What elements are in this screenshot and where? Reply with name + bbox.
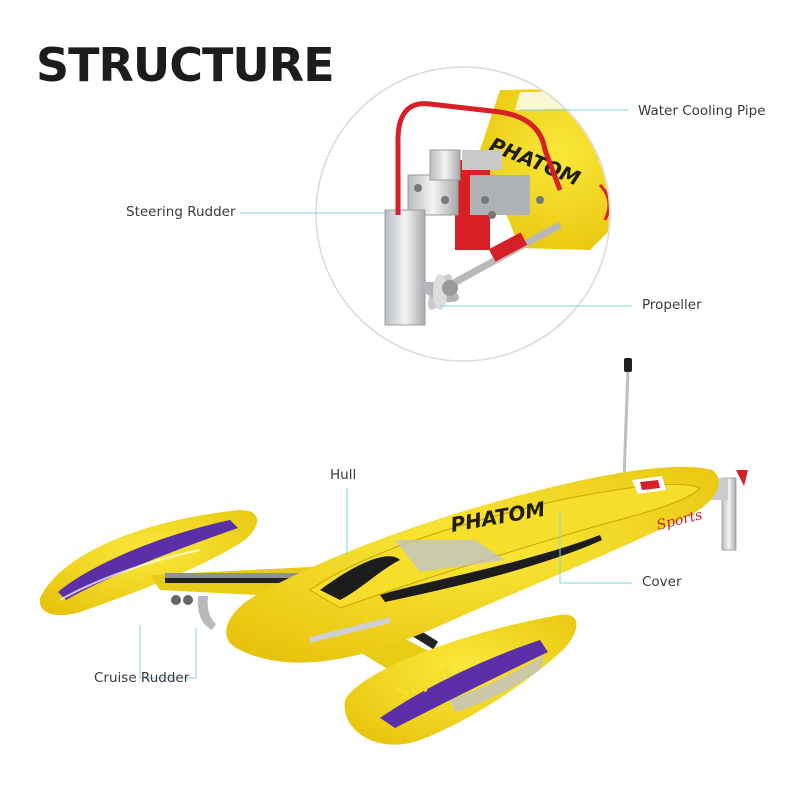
label-propeller: Propeller (642, 297, 702, 313)
callout-lines (139, 109, 632, 679)
callout-line-cruise-rudder (139, 625, 197, 679)
label-cover: Cover (642, 574, 682, 590)
label-hull: Hull (330, 467, 357, 483)
propeller-graphic (421, 274, 459, 310)
label-water-cooling-pipe: Water Cooling Pipe (638, 103, 766, 119)
page-title: STRUCTURE (36, 38, 335, 92)
label-cruise-rudder: Cruise Rudder (94, 670, 190, 686)
detail-circle: PHATOM (315, 66, 611, 362)
label-steering-rudder: Steering Rudder (126, 204, 236, 220)
checker-strip-left (165, 573, 305, 583)
boat-full: PHATOM Sports Super (39, 358, 748, 745)
callout-line-cover (559, 510, 632, 584)
